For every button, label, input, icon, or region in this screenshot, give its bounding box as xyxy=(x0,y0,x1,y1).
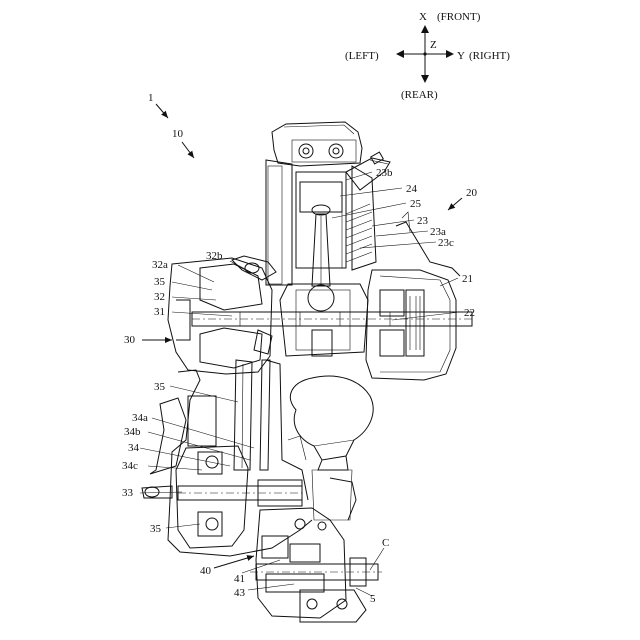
ref-34a: 34a xyxy=(132,412,148,424)
crank-pin xyxy=(308,285,334,311)
ref-43: 43 xyxy=(234,587,246,599)
stator-lower xyxy=(380,330,404,356)
ref-23c: 23c xyxy=(438,237,454,249)
ref-35-top: 35 xyxy=(154,276,166,288)
axis-arrow-up-icon xyxy=(421,25,429,33)
ref-31: 31 xyxy=(154,306,165,318)
cylinder-left-wall xyxy=(266,160,292,285)
ref-34: 34 xyxy=(128,442,140,454)
gear-40 xyxy=(262,536,288,558)
ref-34c: 34c xyxy=(122,460,138,472)
kick-lever xyxy=(150,398,186,474)
ref-32: 32 xyxy=(154,291,165,303)
rotor xyxy=(406,290,424,356)
ref-20: 20 xyxy=(466,187,478,199)
axis-rear-label: (REAR) xyxy=(401,89,438,101)
cylinder-head-hatch xyxy=(292,140,356,162)
ref-33: 33 xyxy=(122,487,134,499)
axis-symbol: X (FRONT) Z Y (RIGHT) (LEFT) (REAR) xyxy=(345,11,510,101)
ref-23: 23 xyxy=(417,215,429,227)
axis-x-desc: (FRONT) xyxy=(437,11,481,23)
axis-left-label: (LEFT) xyxy=(345,50,379,62)
drive-pulley-lower xyxy=(200,328,262,368)
ref-23b: 23b xyxy=(376,167,393,179)
ref-32a: 32a xyxy=(152,259,168,271)
generator-housing xyxy=(366,270,456,380)
axis-z-label: Z xyxy=(430,39,437,51)
axis-arrow-right-icon xyxy=(446,50,454,58)
ref-21: 21 xyxy=(462,273,473,285)
ref-35-mid: 35 xyxy=(154,381,166,393)
ref-41: 41 xyxy=(234,573,245,585)
kick-pivot xyxy=(145,487,159,497)
case-rib xyxy=(188,396,216,446)
axis-y-desc: (RIGHT) xyxy=(469,50,510,62)
ref-C: C xyxy=(382,537,389,549)
axis-x-label: X xyxy=(419,11,427,23)
axis-origin-dot xyxy=(423,52,426,55)
ref-1: 1 xyxy=(148,92,154,104)
engine-body xyxy=(142,122,472,622)
cylinder-head-cover xyxy=(272,122,362,166)
axis-y-label: Y xyxy=(457,50,465,62)
ref-40: 40 xyxy=(200,565,212,577)
drive-pulley-upper xyxy=(200,264,262,310)
ref-25: 25 xyxy=(410,198,422,210)
weight-roller xyxy=(232,256,276,280)
piston xyxy=(300,182,342,212)
ref-24: 24 xyxy=(406,183,418,195)
gear-43 xyxy=(266,574,324,592)
ref-10: 10 xyxy=(172,128,184,140)
axis-arrow-down-icon xyxy=(421,75,429,83)
ref-30: 30 xyxy=(124,334,136,346)
gear-41 xyxy=(290,544,320,562)
final-reduction-case xyxy=(256,508,346,618)
ref-35-low: 35 xyxy=(150,523,162,535)
clutch-housing xyxy=(176,446,248,548)
ref-5: 5 xyxy=(370,593,376,605)
ref-22: 22 xyxy=(464,307,475,319)
ref-34b: 34b xyxy=(124,426,141,438)
axis-arrow-left-icon xyxy=(396,50,404,58)
crank-case xyxy=(280,284,368,356)
ref-32b: 32b xyxy=(206,250,223,262)
